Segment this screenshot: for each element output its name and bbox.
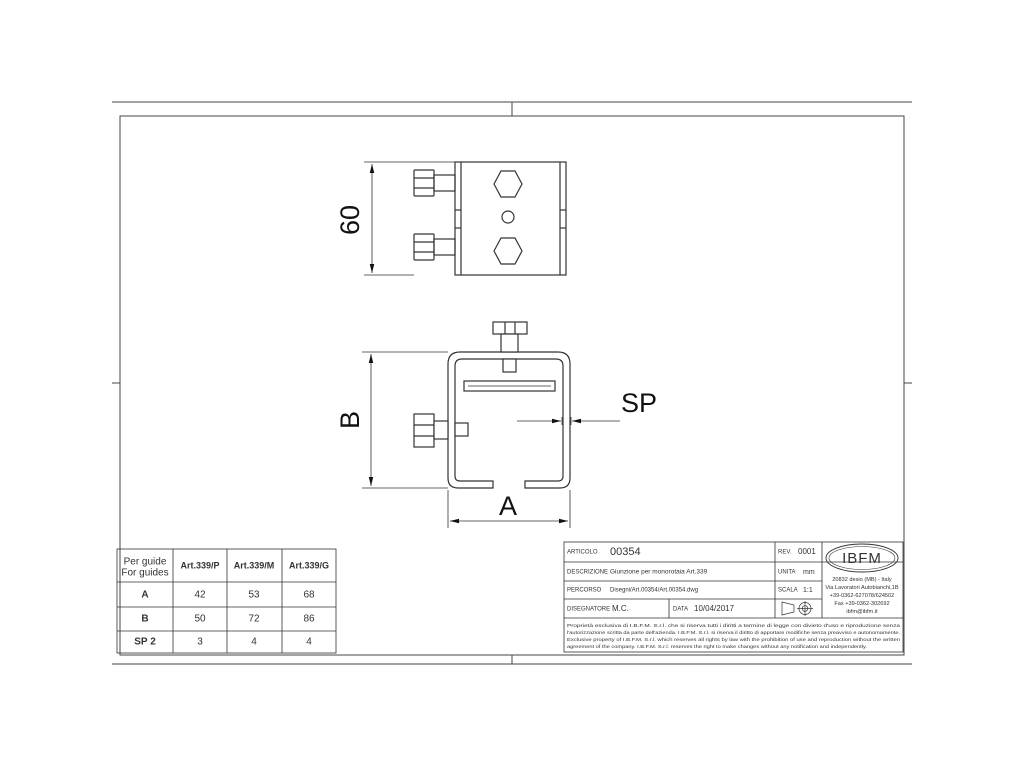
disegnatore-label: DISEGNATORE <box>567 607 610 613</box>
table-row-label: B <box>141 614 148 625</box>
table-cell: 86 <box>303 614 315 625</box>
unita-value: mm <box>803 569 815 576</box>
table-cell: 68 <box>303 590 315 601</box>
disegnatore-value: M.C. <box>612 604 629 613</box>
legal-notice-line: l'autorizzazione scritta da parte dell'a… <box>567 630 900 636</box>
dimension-label-60: 60 <box>335 205 365 235</box>
hex-nut-icon <box>493 170 523 198</box>
percorso-value: Disegni/Art.00354/Art.00354.dwg <box>610 588 698 594</box>
rev-label: REV. <box>778 550 792 556</box>
scala-label: SCALA <box>778 588 798 594</box>
top-view <box>413 161 567 276</box>
data-value: 10/04/2017 <box>694 604 735 613</box>
table-column-header: Art.339/G <box>289 560 329 570</box>
table-column-header: Art.339/P <box>180 560 219 570</box>
dimension-label-a: A <box>499 491 517 521</box>
rev-value: 0001 <box>798 547 816 556</box>
dimension-a <box>447 490 571 528</box>
address-line: 20832 desio (MB) - Italy <box>832 577 892 583</box>
size-table: Per guide For guides Art.339/P Art.339/M… <box>116 548 337 654</box>
unita-label: UNITA <box>778 570 796 576</box>
articolo-value: 00354 <box>610 546 641 558</box>
table-cell: 42 <box>194 590 206 601</box>
table-row-label: A <box>141 590 148 601</box>
data-label: DATA <box>673 607 688 613</box>
legal-notice-line: agreement of the company. I.B.F.M. S.r.l… <box>567 644 867 650</box>
address-line: +39-0362-627078/624502 <box>830 593 895 599</box>
articolo-label: ARTICOLO <box>567 550 598 556</box>
dimension-b <box>362 351 448 489</box>
hex-nut-icon <box>493 237 523 265</box>
table-header-line1: Per guide <box>124 557 167 568</box>
address-line: Fax +39-0362-302692 <box>834 601 889 607</box>
legal-notice-line: Proprietà esclusiva di I.B.F.M. S.r.l. c… <box>567 623 900 629</box>
descrizione-label: DESCRIZIONE <box>567 570 608 576</box>
address-line: Via Lavoratori Autobianchi,1B <box>825 585 899 591</box>
sheet-border <box>112 101 912 665</box>
dimension-60 <box>364 161 455 276</box>
dimension-label-sp: SP <box>621 388 657 418</box>
table-cell: 50 <box>194 614 206 625</box>
logo-text: IBFM <box>842 550 882 567</box>
table-cell: 53 <box>248 590 260 601</box>
dimension-sp <box>517 417 620 425</box>
legal-notice-line: Exclusive property of I.B.F.M. S.r.l. wh… <box>567 637 900 643</box>
table-column-header: Art.339/M <box>234 560 275 570</box>
table-cell: 72 <box>248 614 260 625</box>
title-block: ARTICOLO 00354 REV. 0001 DESCRIZIONE Giu… <box>563 541 904 653</box>
table-cell: 4 <box>251 637 257 648</box>
table-cell: 4 <box>306 637 312 648</box>
table-cell: 3 <box>197 637 203 648</box>
address-line: ibfm@ibfm.it <box>846 609 878 615</box>
descrizione-value: Giunzione per monorotaia Art.339 <box>610 569 708 576</box>
table-row-label: SP 2 <box>134 637 156 648</box>
ibfm-logo: IBFM <box>825 543 899 573</box>
dimension-label-b: B <box>335 411 365 429</box>
projection-symbol-icon <box>781 601 813 616</box>
percorso-label: PERCORSO <box>567 588 602 594</box>
front-view <box>413 321 571 489</box>
scala-value: 1:1 <box>803 587 813 594</box>
table-header-line2: For guides <box>121 568 168 579</box>
